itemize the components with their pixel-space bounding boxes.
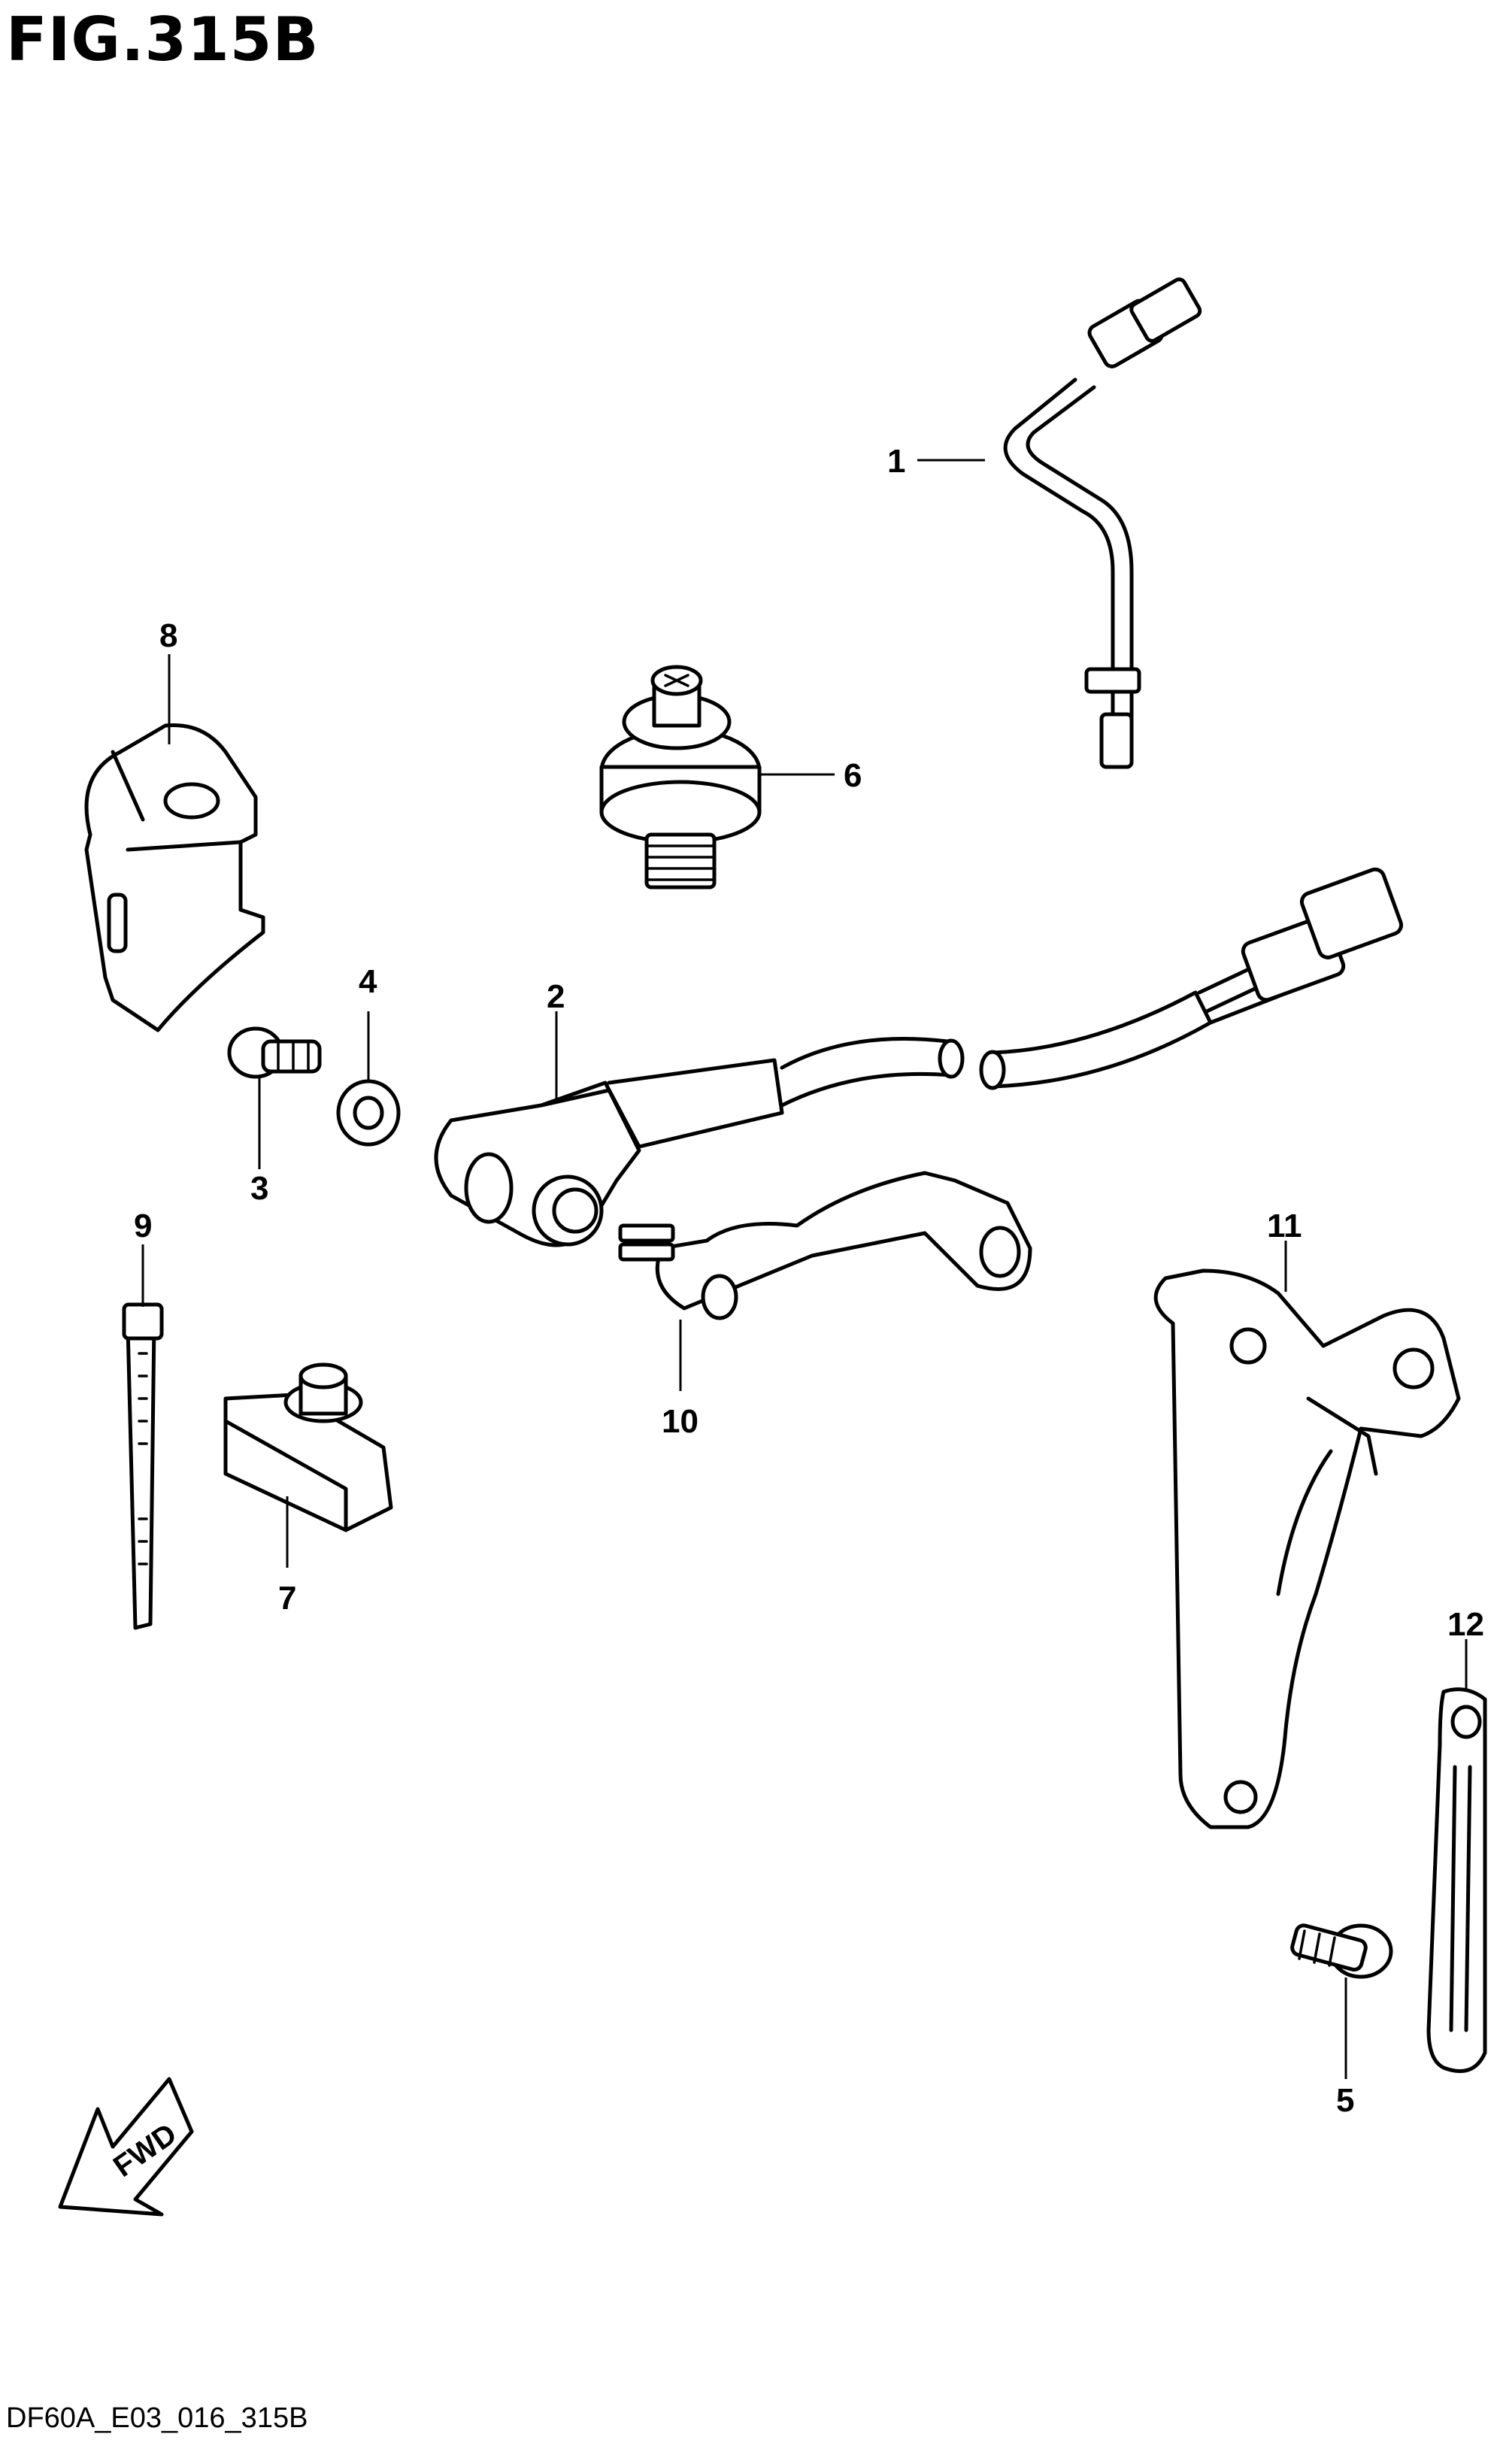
callout-10: 10 — [662, 1403, 699, 1440]
callout-12: 12 — [1447, 1606, 1484, 1643]
part-8-cover[interactable] — [84, 723, 265, 1032]
callout-11: 11 — [1267, 1208, 1302, 1244]
callout-9: 9 — [134, 1208, 152, 1244]
part-5-bolt[interactable] — [1290, 1923, 1393, 1979]
callout-2: 2 — [547, 978, 565, 1015]
part-7-clip[interactable] — [223, 1362, 393, 1532]
part-9-cable-tie[interactable] — [122, 1302, 164, 1630]
part-12-retainer[interactable] — [1426, 1687, 1487, 2073]
callout-8: 8 — [159, 617, 177, 654]
part-6-pressure-switch[interactable] — [599, 665, 762, 890]
part-4-washer[interactable] — [336, 1079, 401, 1147]
fwd-arrow-icon: FWD — [58, 2077, 194, 2217]
callout-1: 1 — [887, 443, 905, 480]
part-3-bolt[interactable] — [227, 1026, 322, 1079]
callout-3: 3 — [250, 1170, 268, 1207]
part-1-sensor-lead[interactable] — [1003, 277, 1202, 769]
callout-7: 7 — [278, 1580, 296, 1617]
callout-6: 6 — [844, 757, 862, 794]
part-2-sensor-harness[interactable] — [434, 867, 1404, 1247]
leader-lines — [141, 459, 1468, 2079]
figure-code: DF60A_E03_016_315B — [6, 2402, 308, 2434]
part-10-sensor[interactable] — [618, 1171, 1032, 1320]
figure-title: FIG.315B — [6, 5, 320, 74]
callout-4: 4 — [359, 963, 377, 1000]
callout-5: 5 — [1336, 2082, 1354, 2119]
part-11-bracket[interactable] — [1153, 1268, 1461, 1829]
